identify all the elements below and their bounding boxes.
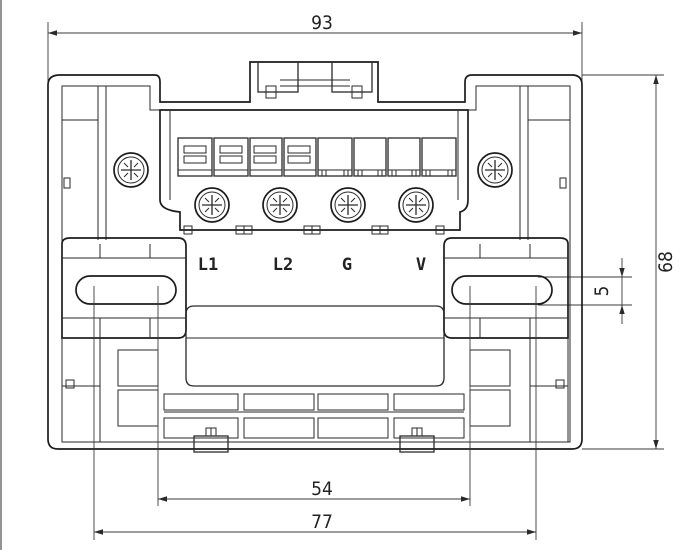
terminal-slot xyxy=(353,137,387,177)
dimension-slot-height: 5 xyxy=(538,258,632,324)
dimension-label-outer-hole-spacing: 77 xyxy=(311,511,333,533)
terminal-screws xyxy=(194,187,434,223)
left-mounting-slot xyxy=(75,275,177,305)
mounting-screw-icon xyxy=(113,152,149,188)
terminal-label-g: G xyxy=(342,255,352,275)
dimension-label-overall-width: 93 xyxy=(311,12,333,34)
terminal-screw-icon xyxy=(194,187,230,223)
housing-outline xyxy=(47,61,583,450)
top-clip xyxy=(257,61,373,99)
hole-center-lines xyxy=(93,286,537,540)
bottom-vents xyxy=(163,393,465,439)
right-mounting-slot xyxy=(451,275,553,305)
terminal-label-v: V xyxy=(416,255,426,275)
terminal-screw-icon xyxy=(262,187,298,223)
lower-side-ribs xyxy=(61,337,569,443)
terminal-label-l2: L2 xyxy=(273,255,293,275)
terminal-block xyxy=(159,109,469,231)
dimension-outer-hole-spacing: 77 xyxy=(94,511,536,535)
terminal-feet xyxy=(183,225,445,235)
dimension-inner-hole-spacing: 54 xyxy=(158,478,470,502)
terminal-slot xyxy=(249,137,283,177)
terminal-slot xyxy=(317,137,353,177)
terminal-label-l1: L1 xyxy=(198,255,218,275)
terminal-slot xyxy=(177,137,213,177)
dimension-overall-width: 93 xyxy=(47,12,583,84)
right-mounting-bracket xyxy=(443,237,569,339)
central-recess xyxy=(185,305,445,387)
left-mounting-bracket xyxy=(61,237,187,339)
bottom-latches xyxy=(193,427,435,453)
terminal-slot xyxy=(387,137,421,177)
dimension-label-slot-height: 5 xyxy=(591,286,613,297)
terminal-labels: L1 L2 G V xyxy=(198,255,426,275)
dimension-label-overall-height: 68 xyxy=(655,251,677,273)
terminal-screw-icon xyxy=(398,187,434,223)
dimension-label-inner-hole-spacing: 54 xyxy=(311,478,333,500)
terminal-slot xyxy=(421,137,457,177)
terminal-slots xyxy=(177,137,457,177)
dimension-overall-height: 68 xyxy=(582,74,677,450)
mounting-screw-icon xyxy=(477,152,513,188)
terminal-screw-icon xyxy=(330,187,366,223)
terminal-slot xyxy=(213,137,249,177)
terminal-slot xyxy=(283,137,317,177)
